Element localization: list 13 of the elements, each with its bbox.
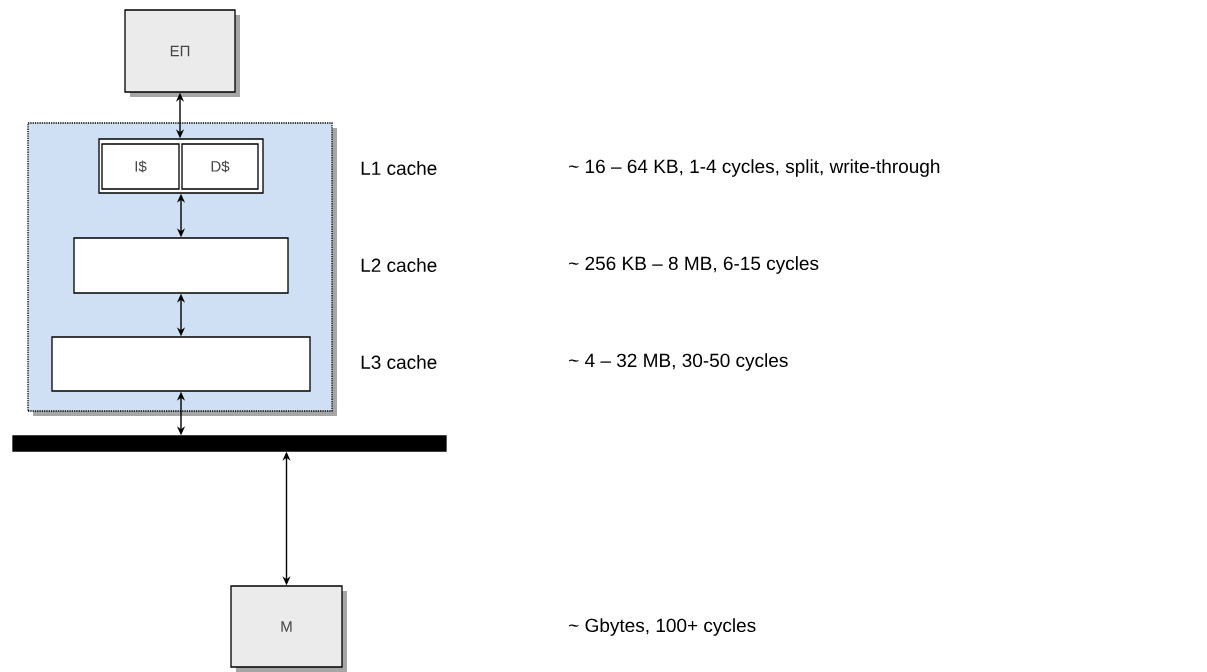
spec-text: ~ Gbytes, 100+ cycles [569, 618, 756, 636]
memory-box: M [230, 585, 347, 672]
spec-text: ~ 4 – 32 MB, 30-50 cycles [569, 353, 788, 371]
data-cache-box: D$ [181, 143, 259, 190]
level-label: L1 cache [361, 161, 437, 175]
level-label: L3 cache [361, 355, 437, 369]
spec-text: ~ 16 – 64 KB, 1-4 cycles, split, write-through [569, 159, 940, 177]
l3-cache-box [51, 336, 311, 392]
instruction-cache-box: I$ [101, 143, 180, 190]
l2-cache-box [73, 237, 289, 294]
spec-text: ~ 256 KB – 8 MB, 6-15 cycles [569, 256, 819, 274]
processor-box: ЕП [124, 9, 240, 97]
level-label: L2 cache [361, 258, 437, 272]
